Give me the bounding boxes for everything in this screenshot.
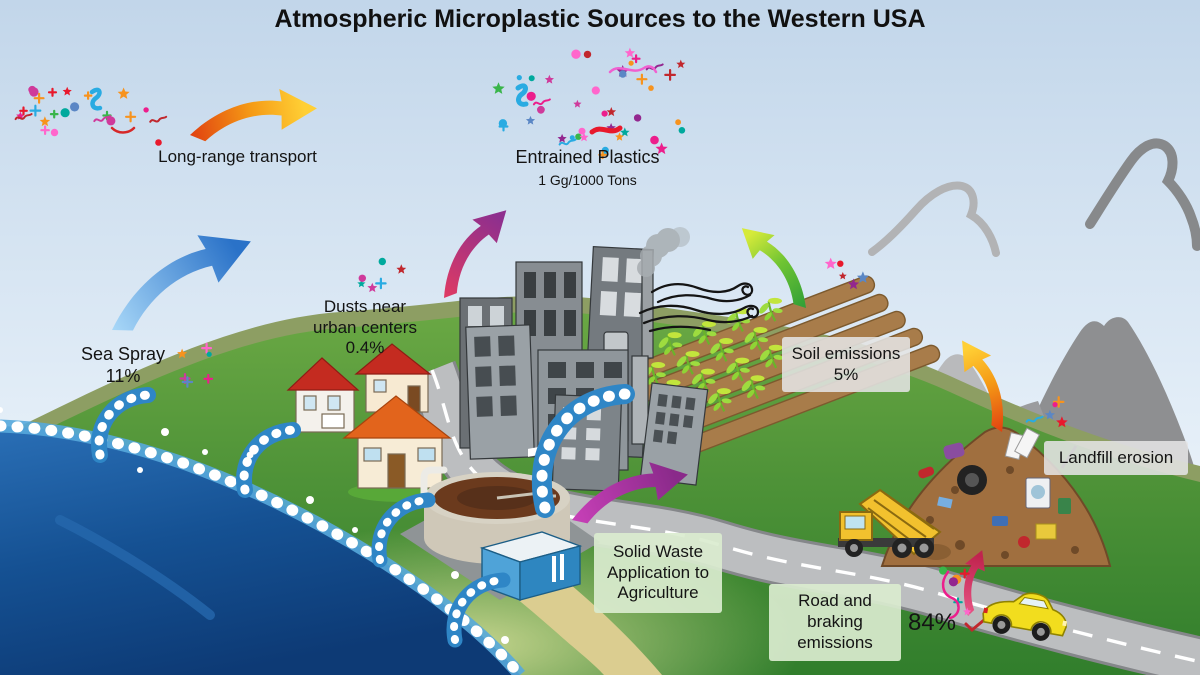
microplastic-ribbons xyxy=(89,65,986,633)
microplastics-cluster-soil xyxy=(824,257,869,290)
microplastics-cluster-landfill xyxy=(1025,396,1068,428)
dump-truck xyxy=(838,488,951,560)
label-road-braking-pct: 84% xyxy=(907,609,957,636)
houses xyxy=(286,343,456,502)
car xyxy=(982,592,1068,641)
microplastics-cluster-entrained xyxy=(492,47,686,160)
ocean-waves xyxy=(0,384,635,675)
label-solid-waste: Solid Waste Application to Agriculture xyxy=(594,533,722,613)
treatment-plant xyxy=(400,446,600,602)
microplastics-cluster-road xyxy=(939,566,972,616)
label-soil-emissions: Soil emissions 5% xyxy=(782,337,910,392)
label-long-range-transport: Long-range transport xyxy=(158,147,317,166)
label-entrained-amount: 1 Gg/1000 Tons xyxy=(538,172,637,188)
label-road-braking: Road and braking emissions xyxy=(769,584,901,661)
wind-icon xyxy=(638,282,760,333)
factory-smoke xyxy=(637,227,690,277)
microplastics-cluster-topleft xyxy=(14,85,168,146)
label-landfill-erosion: Landfill erosion xyxy=(1044,441,1188,475)
label-sea-spray: Sea Spray 11% xyxy=(80,344,166,386)
microplastics-cluster-urban xyxy=(357,257,407,293)
diagram-title: Atmospheric Microplastic Sources to the … xyxy=(274,5,926,33)
label-entrained-plastics: Entrained Plastics xyxy=(515,147,660,167)
microplastics-cluster-seaspray xyxy=(177,342,214,388)
label-urban-dust: Dusts near urban centers 0.4% xyxy=(313,297,417,358)
